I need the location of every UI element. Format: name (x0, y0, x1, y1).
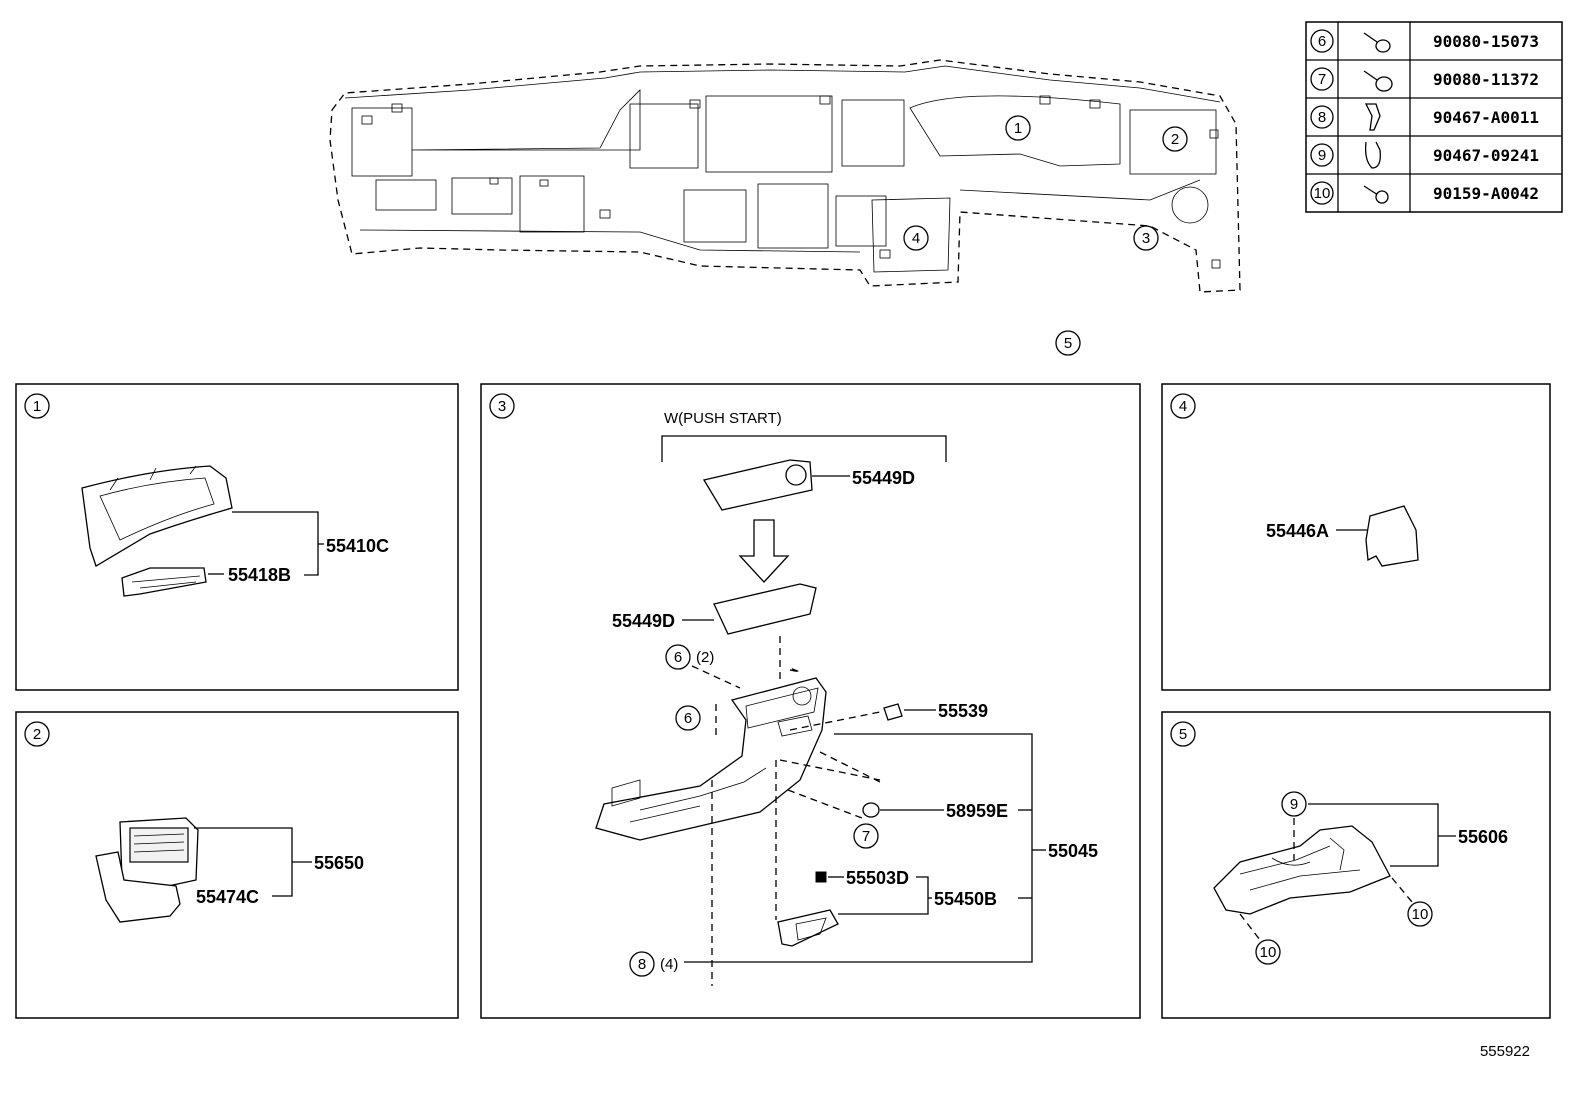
detail-panel-3: 3 W(PUSH START) 55449D 55449D 6 (2) 6 (480, 383, 1141, 1019)
legend-part-number: 90159-A0042 (1433, 184, 1539, 203)
panel-ref: 2 (33, 726, 41, 743)
fastener-quantity: (4) (660, 956, 678, 973)
overview-callout: 5 (1055, 330, 1081, 356)
bolt-washer-icon (1363, 32, 1391, 53)
part-label: 55418B (228, 565, 291, 585)
clip-icon (1364, 103, 1381, 131)
part-label: 55446A (1266, 521, 1329, 541)
legend-ref: 8 (1318, 109, 1326, 126)
svg-text:4: 4 (912, 230, 920, 247)
panel-ref: 5 (1179, 726, 1187, 743)
part-label: 55045 (1048, 841, 1098, 861)
part-label: 55449D (612, 611, 675, 631)
overview-callout: 1 (1005, 115, 1031, 141)
part-label: 55474C (196, 887, 259, 907)
part-label: 55410C (326, 536, 389, 556)
push-start-bezel-part (702, 459, 813, 511)
cover-part (1365, 505, 1419, 567)
fastener-callout: 7 (862, 828, 870, 845)
legend-part-number: 90080-11372 (1433, 70, 1539, 89)
part-label: 55503D (846, 868, 909, 888)
fastener-callout: 10 (1260, 944, 1277, 961)
panel-ref: 4 (1179, 398, 1187, 415)
cluster-bezel-part (121, 567, 207, 597)
legend-row: 9 90467-09241 (1310, 141, 1539, 169)
screw-icon (1363, 185, 1389, 204)
detail-panel-1: 1 55410C 55418B (15, 383, 459, 691)
part-label: 58959E (946, 801, 1008, 821)
fastener-callout: 6 (684, 710, 692, 727)
lower-center-panel-part (595, 677, 827, 841)
legend-part-number: 90467-A0011 (1433, 108, 1539, 127)
legend-row: 7 90080-11372 (1310, 67, 1539, 92)
vent-garnish-part (95, 851, 181, 923)
bezel-part (713, 583, 817, 635)
arrow-down-icon (738, 519, 790, 583)
legend-part-number: 90467-09241 (1433, 146, 1539, 165)
overview-callout: 4 (903, 225, 929, 251)
part-label: 55606 (1458, 827, 1508, 847)
overview-callout: 2 (1162, 126, 1188, 152)
legend-ref: 6 (1318, 33, 1326, 50)
part-label: 55539 (938, 701, 988, 721)
variant-note: W(PUSH START) (664, 410, 782, 427)
bolt-washer-icon (1363, 70, 1393, 92)
part-label: 55650 (314, 853, 364, 873)
svg-text:3: 3 (1142, 230, 1150, 247)
part-label: 55450B (934, 889, 997, 909)
svg-text:5: 5 (1064, 335, 1072, 352)
panel-ref: 1 (33, 398, 41, 415)
svg-text:1: 1 (1014, 120, 1022, 137)
fastener-quantity: (2) (696, 649, 714, 666)
legend-ref: 10 (1314, 185, 1331, 202)
detail-panel-5: 5 9 55606 10 10 (1161, 711, 1551, 1019)
legend-part-number: 90080-15073 (1433, 32, 1539, 51)
fastener-callout: 10 (1412, 906, 1429, 923)
detail-panel-4: 4 55446A (1161, 383, 1551, 691)
grommet-part (862, 802, 880, 818)
legend-row: 8 90467-A0011 (1310, 103, 1539, 131)
clip-icon (1364, 141, 1381, 169)
svg-text:2: 2 (1171, 131, 1179, 148)
switch-part (815, 871, 827, 883)
legend-row: 6 90080-15073 (1310, 29, 1539, 53)
legend-ref: 9 (1318, 147, 1326, 164)
clip-part (883, 703, 903, 721)
part-label: 55449D (852, 468, 915, 488)
heat-insulator-part (1213, 825, 1391, 915)
panel-ref: 3 (498, 398, 506, 415)
legend-ref: 7 (1318, 71, 1326, 88)
instrument-panel-overview: 1 2 3 4 5 (329, 59, 1241, 356)
detail-panel-2: 2 55650 55474C (15, 711, 459, 1019)
figure-id: 555922 (1480, 1043, 1530, 1060)
fastener-callout: 6 (674, 649, 682, 666)
overview-callout: 3 (1133, 225, 1159, 251)
fastener-callout: 9 (1290, 796, 1298, 813)
fastener-legend-table: 6 90080-15073 7 90080-11372 8 90467-A001… (1305, 21, 1563, 213)
legend-row: 10 90159-A0042 (1310, 181, 1539, 205)
fastener-callout: 8 (638, 956, 646, 973)
